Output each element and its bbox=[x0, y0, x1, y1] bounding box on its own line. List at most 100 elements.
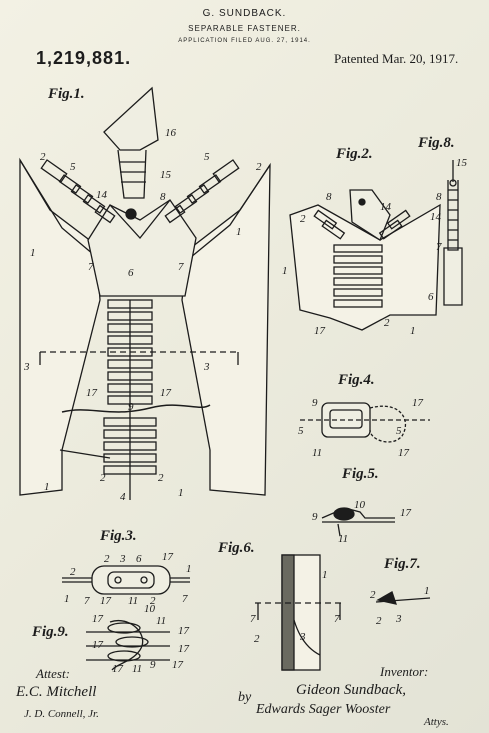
svg-text:3: 3 bbox=[299, 631, 306, 643]
fig8-drawing bbox=[443, 160, 463, 306]
svg-text:7: 7 bbox=[178, 261, 184, 273]
fig3-drawing bbox=[62, 565, 190, 595]
svg-text:14: 14 bbox=[380, 201, 392, 213]
svg-text:7: 7 bbox=[334, 613, 340, 625]
svg-text:6: 6 bbox=[428, 291, 434, 303]
svg-text:6: 6 bbox=[136, 553, 142, 565]
svg-text:10: 10 bbox=[144, 603, 156, 615]
svg-text:11: 11 bbox=[338, 533, 348, 545]
svg-text:1: 1 bbox=[30, 247, 36, 259]
svg-text:11: 11 bbox=[128, 595, 138, 607]
svg-text:1: 1 bbox=[186, 563, 192, 575]
svg-text:1: 1 bbox=[282, 265, 288, 277]
svg-text:2: 2 bbox=[158, 472, 164, 484]
svg-text:1: 1 bbox=[44, 481, 50, 493]
svg-text:17: 17 bbox=[172, 659, 184, 671]
attest-label: Attest: bbox=[36, 666, 70, 681]
svg-text:2: 2 bbox=[256, 161, 262, 173]
fig-8-label: Fig.8. bbox=[418, 135, 455, 151]
patent-title: SEPARABLE FASTENER. bbox=[188, 24, 301, 33]
svg-text:8: 8 bbox=[160, 191, 166, 203]
svg-text:2: 2 bbox=[376, 615, 382, 627]
svg-text:14: 14 bbox=[430, 211, 442, 223]
svg-text:3: 3 bbox=[23, 361, 30, 373]
svg-text:3: 3 bbox=[119, 553, 126, 565]
svg-text:2: 2 bbox=[100, 472, 106, 484]
svg-text:2: 2 bbox=[104, 553, 110, 565]
svg-text:7: 7 bbox=[250, 613, 256, 625]
fig7-drawing bbox=[375, 591, 431, 605]
svg-text:17: 17 bbox=[162, 551, 174, 563]
svg-text:6: 6 bbox=[128, 267, 134, 279]
fig9-drawing bbox=[86, 619, 170, 671]
svg-text:7: 7 bbox=[88, 261, 94, 273]
svg-text:17: 17 bbox=[178, 643, 190, 655]
svg-text:17: 17 bbox=[314, 325, 326, 337]
svg-text:5: 5 bbox=[70, 161, 76, 173]
svg-text:9: 9 bbox=[312, 511, 318, 523]
svg-text:2: 2 bbox=[384, 317, 390, 329]
svg-text:17: 17 bbox=[86, 387, 98, 399]
svg-text:17: 17 bbox=[92, 613, 104, 625]
attorneys-signature: Edwards Sager Wooster bbox=[256, 702, 391, 717]
svg-text:1: 1 bbox=[64, 593, 70, 605]
inventor-signature: Gideon Sundback, bbox=[296, 682, 406, 698]
fig-5-label: Fig.5. bbox=[342, 466, 379, 482]
fig-2-label: Fig.2. bbox=[336, 146, 373, 162]
svg-text:11: 11 bbox=[312, 447, 322, 459]
inventor-name: G. SUNDBACK. bbox=[202, 8, 287, 19]
fig6-drawing bbox=[255, 554, 345, 671]
svg-text:8: 8 bbox=[436, 191, 442, 203]
svg-text:9: 9 bbox=[150, 659, 156, 671]
witness-signature-2: J. D. Connell, Jr. bbox=[24, 708, 99, 720]
by-label: by bbox=[238, 690, 252, 705]
svg-text:2: 2 bbox=[254, 633, 260, 645]
svg-text:17: 17 bbox=[412, 397, 424, 409]
svg-text:16: 16 bbox=[165, 127, 177, 139]
svg-text:2: 2 bbox=[40, 151, 46, 163]
svg-text:17: 17 bbox=[112, 663, 124, 675]
svg-text:7: 7 bbox=[436, 241, 442, 253]
svg-text:10: 10 bbox=[354, 499, 366, 511]
witness-signature-1: E.C. Mitchell bbox=[16, 684, 97, 700]
svg-text:17: 17 bbox=[92, 639, 104, 651]
fig2-drawing bbox=[289, 189, 441, 331]
svg-text:9: 9 bbox=[128, 401, 134, 413]
patented-date: Patented Mar. 20, 1917. bbox=[334, 51, 459, 66]
svg-text:14: 14 bbox=[96, 189, 108, 201]
svg-text:1: 1 bbox=[410, 325, 416, 337]
svg-text:3: 3 bbox=[203, 361, 210, 373]
fig-9-label: Fig.9. bbox=[32, 624, 69, 640]
svg-text:17: 17 bbox=[100, 595, 112, 607]
svg-text:17: 17 bbox=[160, 387, 172, 399]
svg-text:2: 2 bbox=[70, 566, 76, 578]
svg-text:15: 15 bbox=[160, 169, 172, 181]
fig4-drawing bbox=[300, 402, 430, 443]
svg-text:7: 7 bbox=[182, 593, 188, 605]
svg-text:11: 11 bbox=[156, 615, 166, 627]
svg-text:17: 17 bbox=[400, 507, 412, 519]
svg-text:4: 4 bbox=[120, 491, 126, 503]
svg-text:2: 2 bbox=[370, 589, 376, 601]
fig-7-label: Fig.7. bbox=[384, 556, 421, 572]
svg-text:17: 17 bbox=[398, 447, 410, 459]
svg-text:9: 9 bbox=[312, 397, 318, 409]
svg-text:11: 11 bbox=[132, 663, 142, 675]
svg-text:5: 5 bbox=[204, 151, 210, 163]
fig-6-label: Fig.6. bbox=[218, 540, 255, 556]
application-date: APPLICATION FILED AUG. 27, 1914. bbox=[178, 38, 311, 44]
svg-text:8: 8 bbox=[326, 191, 332, 203]
svg-text:15: 15 bbox=[456, 157, 468, 169]
svg-text:1: 1 bbox=[236, 226, 242, 238]
svg-text:2: 2 bbox=[300, 213, 306, 225]
fig1-drawing bbox=[19, 86, 271, 500]
svg-text:3: 3 bbox=[395, 613, 402, 625]
svg-text:2: 2 bbox=[150, 595, 156, 607]
svg-text:7: 7 bbox=[84, 595, 90, 607]
svg-text:1: 1 bbox=[424, 585, 430, 597]
attys-label: Attys. bbox=[424, 716, 449, 728]
fig5-drawing bbox=[321, 507, 395, 537]
svg-text:5: 5 bbox=[298, 425, 304, 437]
fig-4-label: Fig.4. bbox=[338, 372, 375, 388]
